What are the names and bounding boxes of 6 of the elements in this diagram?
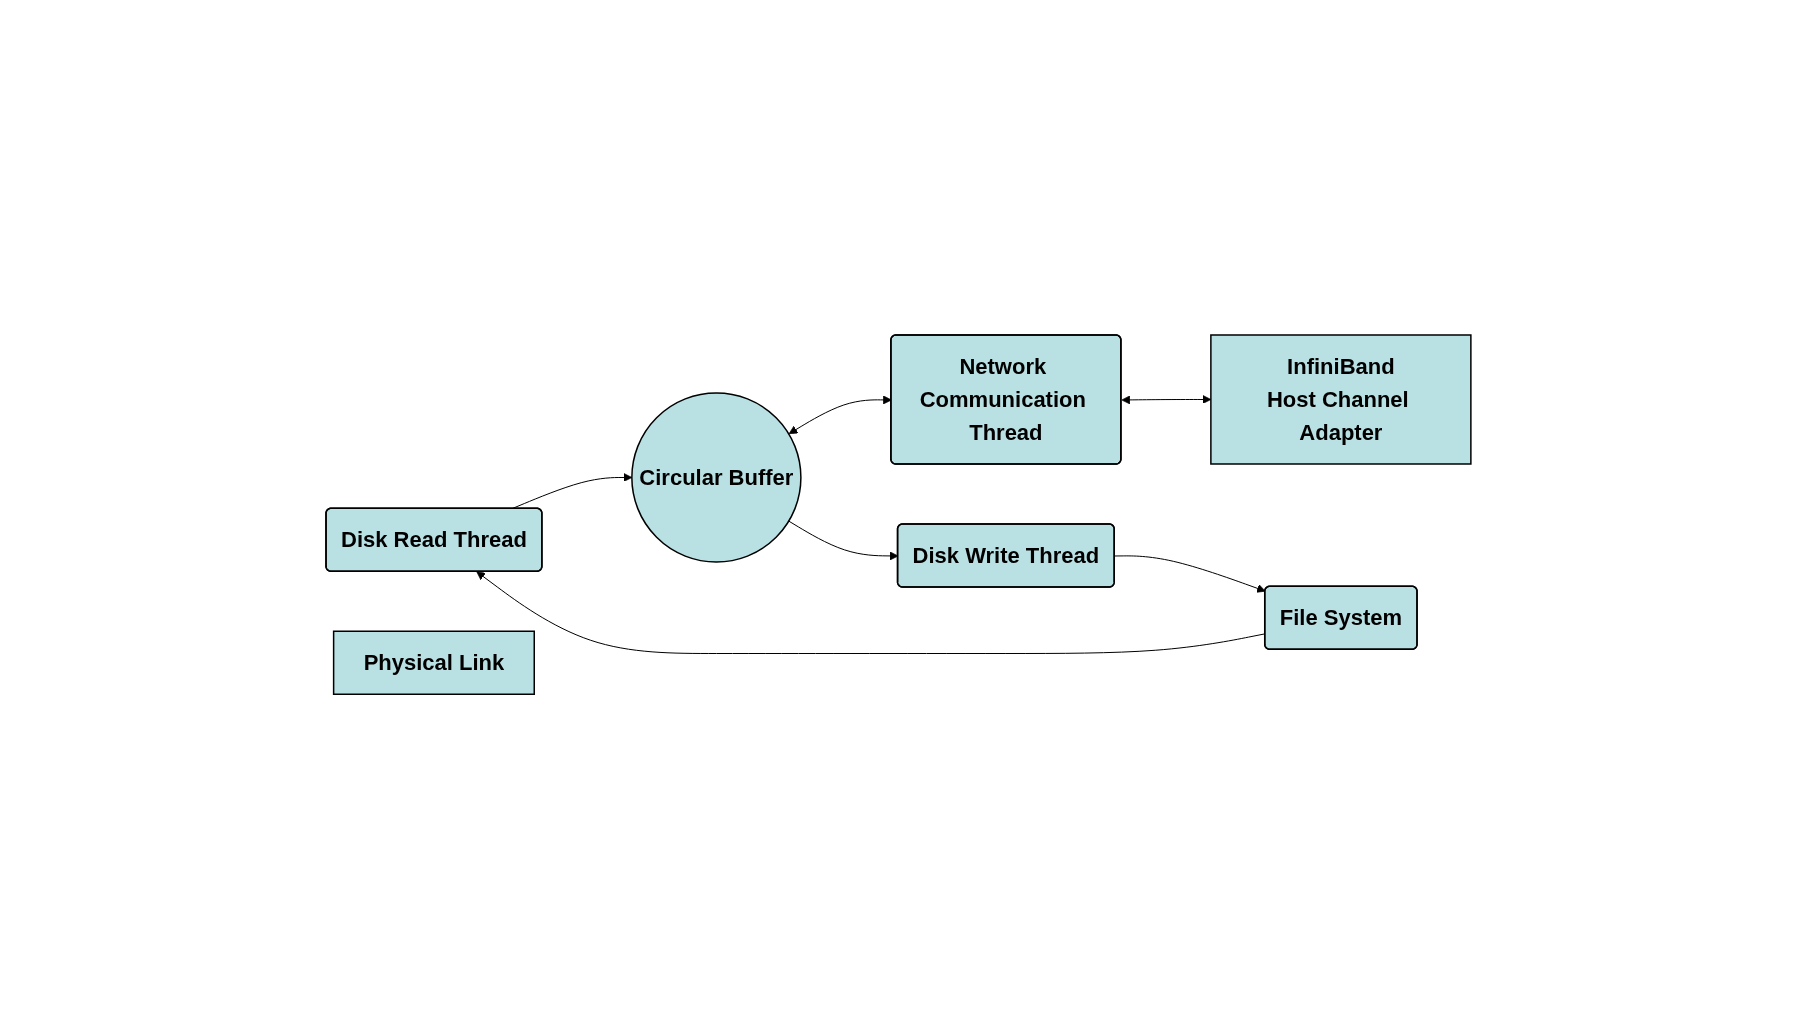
node-box: InfiniBand Host Channel Adapter (1209, 334, 1472, 466)
node-circle: Circular Buffer (630, 392, 802, 564)
arrow (1120, 395, 1211, 405)
arrow (1113, 555, 1266, 593)
node-box: Physical Link (332, 630, 535, 696)
arrow (787, 520, 898, 561)
